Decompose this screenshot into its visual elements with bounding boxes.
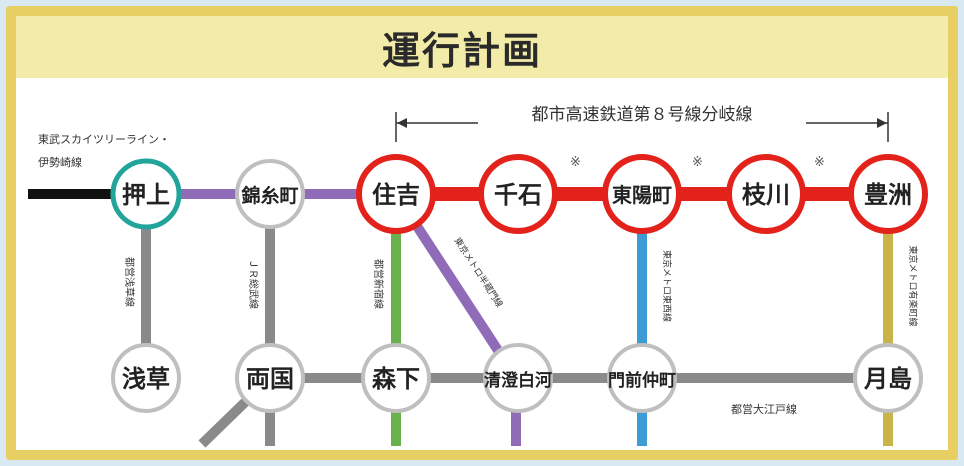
line-label-sobu: ＪＲ総武線 [247,259,260,309]
station-ryogoku: 両国 [235,343,305,413]
line-label-asakusa-group: 都営浅草線 [123,257,136,307]
line-label-yurakucho: 東京メトロ有楽町線 [907,245,919,326]
diagram-panel: 運行計画 [16,16,948,450]
line-label-tozai: 東京メトロ東西線 [661,250,673,322]
station-tsukishima: 月島 [853,343,923,413]
station-sengoku: 千石 [478,154,558,234]
station-kinshicho: 錦糸町 [235,159,305,229]
station-sengoku-label: 千石 [494,181,542,209]
line-label-oedo: 都営大江戸線 [731,402,797,416]
station-toyocho: 東陽町 [602,154,682,234]
station-oshiage: 押上 [110,158,182,230]
station-asakusa: 浅草 [111,343,181,413]
line-label-sobu-group: ＪＲ総武線 [247,259,260,309]
station-kiyosumi: 清澄白河 [483,343,553,413]
station-sumiyoshi-label: 住吉 [372,181,420,209]
station-kinshicho-label: 錦糸町 [241,184,298,207]
station-ryogoku-label: 両国 [246,365,294,393]
station-morishita: 森下 [361,343,431,413]
title-bar: 運行計画 [16,16,948,78]
station-monzen-label: 門前仲町 [608,370,676,391]
station-asakusa-label: 浅草 [122,365,170,393]
branch-bracket-right-arrow [877,118,887,128]
outer-frame: 運行計画 [6,6,958,460]
station-edagawa-label: 枝川 [742,181,790,209]
station-toyosu: 豊洲 [848,154,928,234]
line-label-skytree-2: 伊勢崎線 [38,155,82,169]
station-toyosu-label: 豊洲 [864,181,912,209]
line-label-tozai-group: 東京メトロ東西線 [661,250,673,322]
page-title: 運行計画 [381,28,542,73]
transfer-mark-sengoku: ※ [570,155,581,170]
line-label-shinjuku-group: 都営新宿線 [372,259,385,309]
line-label-yurakucho-group: 東京メトロ有楽町線 [907,245,919,326]
branch-bracket-left-arrow [397,118,407,128]
line-label-shinjuku: 都営新宿線 [372,259,385,309]
station-kiyosumi-label: 清澄白河 [484,370,552,391]
line-label-skytree-1: 東武スカイツリーライン・ [38,133,170,146]
station-monzen: 門前仲町 [607,343,677,413]
station-oshiage-label: 押上 [122,181,170,209]
station-toyocho-label: 東陽町 [612,183,672,207]
station-morishita-label: 森下 [372,365,420,393]
station-tsukishima-label: 月島 [863,365,912,393]
station-edagawa: 枝川 [726,154,806,234]
line-label-asakusa: 都営浅草線 [123,257,136,307]
transfer-mark-edagawa: ※ [814,155,825,170]
route-map: 都市高速鉄道第８号線分岐線 東武スカイツリーライン・ 伊勢崎線 都営浅草線 ＪＲ… [28,105,928,448]
station-sumiyoshi: 住吉 [356,154,436,234]
transfer-mark-toyocho: ※ [692,155,703,170]
branch-label-bg [478,106,806,128]
branch-label: 都市高速鉄道第８号線分岐線 [532,105,753,125]
